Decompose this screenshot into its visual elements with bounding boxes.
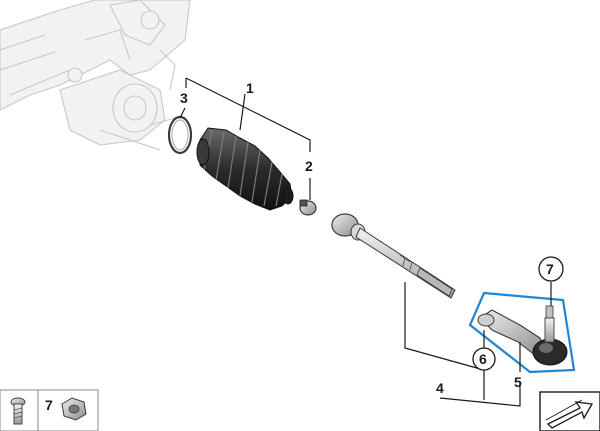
highlight-frame — [468, 291, 576, 374]
steering-rack-housing — [0, 0, 191, 151]
outer-tie-rod-end[interactable] — [477, 305, 568, 366]
callout-5: 5 — [514, 374, 522, 390]
arrow-icon[interactable] — [539, 391, 600, 431]
small-clamp[interactable] — [299, 199, 317, 216]
legend-callout-7: 7 — [45, 397, 53, 413]
callout-4: 4 — [436, 380, 444, 396]
bellows-boot[interactable] — [196, 127, 294, 211]
nut-icon — [61, 397, 87, 421]
bolt-icon — [10, 397, 26, 425]
clamp-ring[interactable] — [167, 115, 193, 155]
callout-7: 7 — [546, 261, 554, 277]
callout-2: 2 — [305, 158, 313, 174]
leader-lines — [179, 77, 552, 407]
callout-7-circle: 7 — [538, 256, 564, 282]
callout-6: 6 — [479, 351, 487, 367]
callout-6-circle: 6 — [472, 347, 496, 371]
callout-1: 1 — [246, 80, 254, 96]
callout-3: 3 — [180, 90, 188, 106]
inner-tie-rod[interactable] — [331, 213, 456, 299]
legend-panel: 7 — [0, 389, 99, 431]
